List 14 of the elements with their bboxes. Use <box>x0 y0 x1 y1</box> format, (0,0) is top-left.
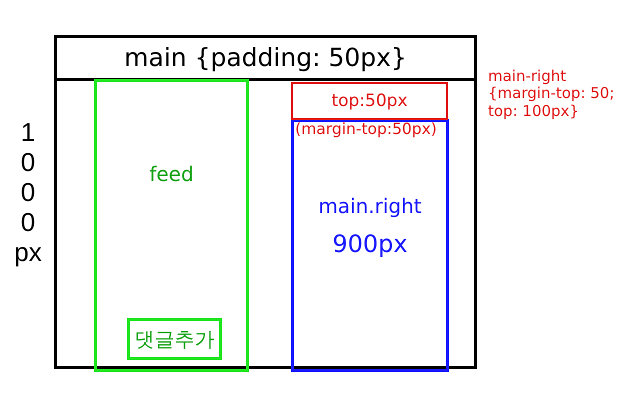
main-right-box <box>291 119 449 372</box>
note-text: (margin-top:50px) <box>294 121 438 139</box>
button-label: 댓글추가 <box>134 326 216 353</box>
top-box <box>291 82 448 120</box>
note-text: main-right {margin-top: 50; top: 100px} <box>488 68 616 120</box>
feed-box <box>94 79 249 372</box>
size-label: 900px <box>331 230 409 258</box>
box-label: top:50px <box>330 91 409 111</box>
heading: main {padding: 50px} <box>57 38 474 81</box>
height-label: 1000px <box>13 118 43 268</box>
main-box <box>54 35 477 369</box>
comment-button <box>127 318 222 360</box>
box-label: feed <box>148 162 195 186</box>
box-label: main.right <box>317 194 423 218</box>
